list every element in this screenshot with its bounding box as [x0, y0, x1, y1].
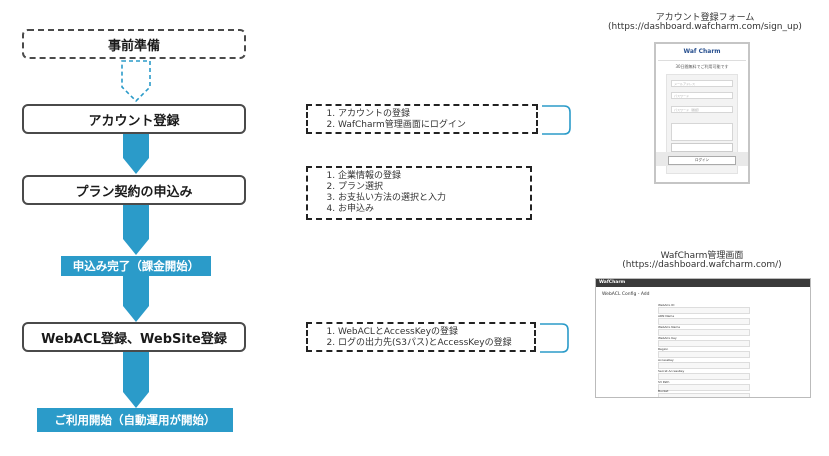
dashboard-field-input[interactable]	[658, 318, 750, 325]
dashboard-topbar: WafCharm	[596, 279, 810, 287]
signup-password-confirm-field[interactable]: パスワード（確認）	[671, 106, 733, 113]
note-account-item: WafCharm管理画面にログイン	[338, 120, 528, 131]
banner-start-use-label: ご利用開始（自動運用が開始）	[54, 413, 216, 427]
dashed-arrow-connector	[121, 60, 151, 103]
signup-login-button[interactable]: ログイン	[668, 156, 736, 165]
step-account-label: アカウント登録	[88, 113, 180, 129]
dashboard-form-row: Region	[658, 347, 750, 358]
dashboard-field-label: ARN Name	[658, 314, 675, 318]
note-webacl: WebACLとAccessKeyの登録 ログの出力先(S3パス)とAccessK…	[306, 322, 536, 352]
arrow-account-to-apply	[123, 134, 149, 174]
dashboard-form: WebACL ID ARN Name WebACL Name WebACL Ke…	[658, 301, 750, 397]
signup-agree-checkbox[interactable]	[671, 143, 733, 152]
dashboard-form-row: ARN Name	[658, 314, 750, 325]
note-account-item: アカウントの登録	[338, 109, 528, 120]
dashboard-brand: WafCharm	[599, 280, 626, 285]
banner-start-use: ご利用開始（自動運用が開始）	[37, 408, 233, 432]
note-account: アカウントの登録 WafCharm管理画面にログイン	[306, 104, 538, 134]
signup-form-screenshot: Waf Charm 30日間無料でご利用可能です メールアドレス パスワード パ…	[654, 42, 750, 184]
caption-dashboard-url: (https://dashboard.wafcharm.com/)	[622, 260, 782, 270]
step-webacl-label: WebACL登録、WebSite登録	[41, 331, 227, 347]
signup-email-field[interactable]: メールアドレス	[671, 80, 733, 87]
banner-billing-start-label: 申込み完了（課金開始）	[72, 259, 200, 273]
dashboard-field-input[interactable]	[658, 384, 750, 391]
step-account: アカウント登録	[22, 104, 246, 134]
dashboard-field-input[interactable]	[658, 351, 750, 358]
arrow-billing-to-webacl	[123, 276, 149, 322]
dashboard-field-input[interactable]	[658, 340, 750, 347]
signup-divider	[658, 60, 746, 61]
note-apply-item: お支払い方法の選択と入力	[338, 193, 522, 204]
signup-logo: Waf Charm	[683, 48, 721, 55]
note-webacl-item: ログの出力先(S3パス)とAccessKeyの登録	[338, 338, 526, 349]
step-apply: プラン契約の申込み	[22, 175, 246, 205]
dashboard-form-row: WebACL Key	[658, 336, 750, 347]
bracket-webacl	[540, 323, 569, 353]
dashboard-form-row: Bucket	[658, 389, 750, 397]
dashboard-field-input[interactable]	[658, 329, 750, 336]
caption-dashboard-title: WafCharm管理画面	[660, 251, 744, 261]
note-apply-item: お申込み	[338, 204, 522, 215]
dashboard-field-label: WebACL Name	[658, 325, 681, 329]
dashboard-form-row: AccessKey	[658, 358, 750, 369]
banner-billing-start: 申込み完了（課金開始）	[61, 256, 211, 276]
dashboard-field-label: AccessKey	[658, 358, 674, 362]
caption-signup-title: アカウント登録フォーム	[655, 13, 755, 23]
note-apply-item: 企業情報の登録	[338, 171, 522, 182]
arrow-webacl-to-start	[123, 352, 149, 408]
note-webacl-item: WebACLとAccessKeyの登録	[338, 327, 526, 338]
dashboard-field-label: WebACL ID	[658, 303, 675, 307]
note-apply: 企業情報の登録 プラン選択 お支払い方法の選択と入力 お申込み	[306, 166, 532, 220]
step-preparation-label: 事前準備	[107, 38, 160, 54]
signup-title: 30日間無料でご利用可能です	[675, 64, 729, 69]
dashboard-field-input[interactable]	[658, 307, 750, 314]
step-preparation: 事前準備	[22, 29, 246, 59]
dashboard-form-row: Secret AccessKey	[658, 369, 750, 380]
dashboard-page-title: WebACL Config - Add	[602, 292, 650, 297]
dashboard-field-label: WebACL Key	[658, 336, 677, 340]
dashboard-form-row: WebACL ID	[658, 303, 750, 314]
dashboard-form-row: S3 Path	[658, 380, 750, 391]
dashboard-field-label: Secret AccessKey	[658, 369, 685, 373]
dashboard-field-input[interactable]	[658, 362, 750, 369]
note-apply-item: プラン選択	[338, 182, 522, 193]
dashboard-field-label: Bucket	[658, 389, 669, 393]
dashboard-field-label: S3 Path	[658, 380, 670, 384]
signup-password-field[interactable]: パスワード	[671, 92, 733, 99]
step-webacl: WebACL登録、WebSite登録	[22, 322, 246, 352]
dashboard-field-input[interactable]	[658, 373, 750, 380]
dashboard-field-input[interactable]	[658, 393, 750, 397]
dashboard-screenshot: WafCharm WebACL Config - Add WebACL ID A…	[595, 278, 811, 398]
arrow-apply-to-billing	[123, 205, 149, 255]
bracket-account	[542, 105, 571, 135]
step-apply-label: プラン契約の申込み	[75, 184, 193, 200]
caption-signup-url: (https://dashboard.wafcharm.com/sign_up)	[608, 22, 802, 32]
signup-terms-box	[671, 123, 733, 141]
dashboard-field-label: Region	[658, 347, 669, 351]
dashboard-form-row: WebACL Name	[658, 325, 750, 336]
